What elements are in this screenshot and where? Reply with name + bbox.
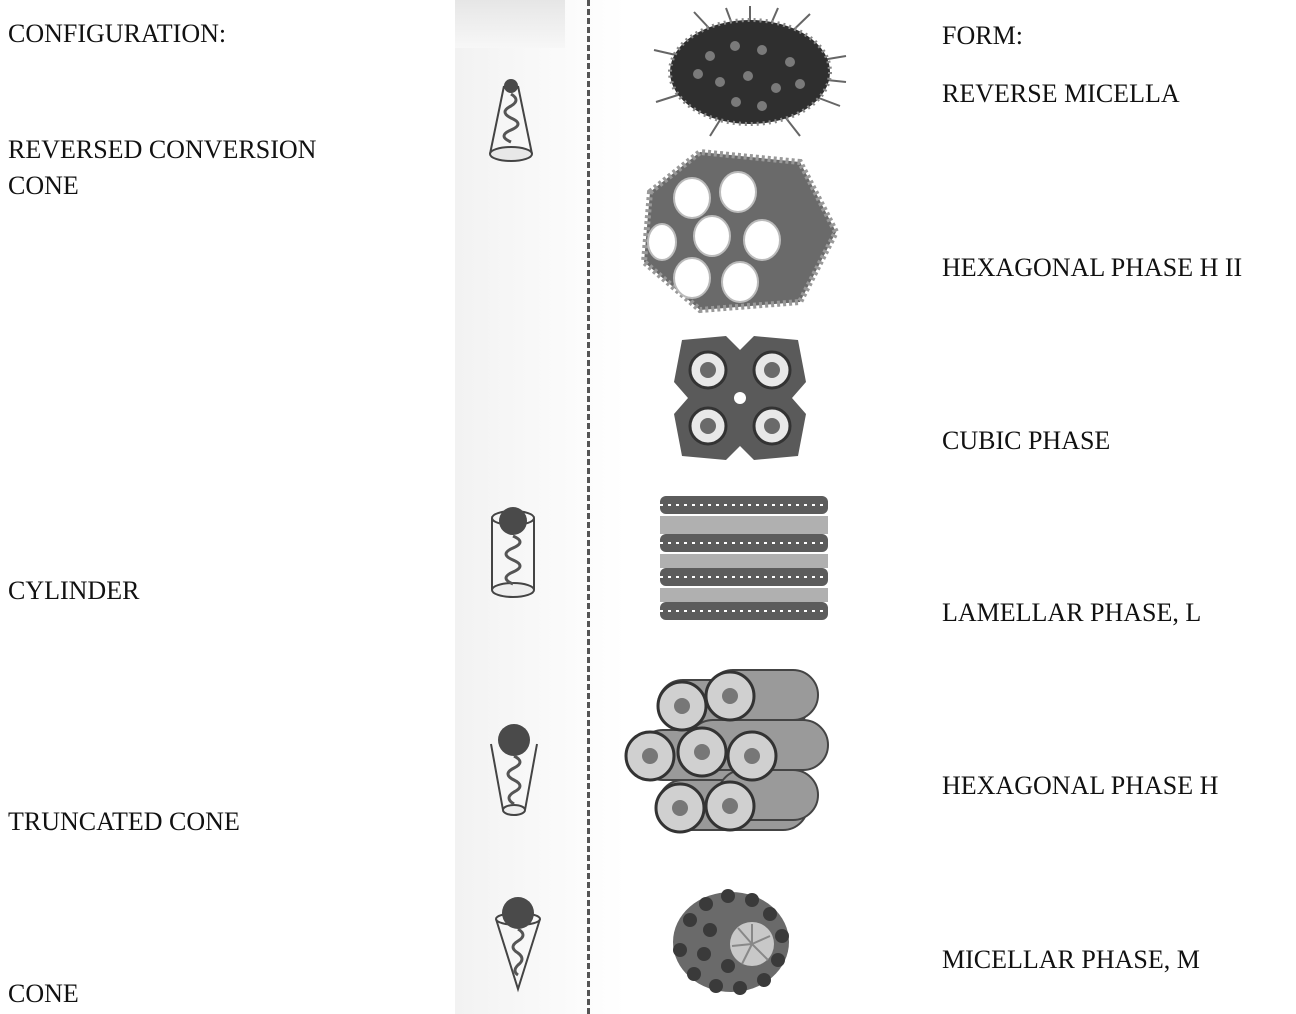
inverted-cone-molecule-icon [484,76,538,166]
molecule-panel [455,0,625,1014]
form-label-cubic-phase: CUBIC PHASE [942,423,1110,459]
reverse-micelle-image [650,6,850,138]
form-label-reverse-micella: REVERSE MICELLA [942,76,1180,112]
form-header: FORM: [942,18,1023,54]
dashed-divider [587,0,590,1014]
form-label-hexagonal-phase-h2: HEXAGONAL PHASE H II [942,250,1242,286]
cone-molecule-icon [492,893,544,993]
config-label-reversed-cone-line2: CONE [8,168,79,204]
config-label-cone: CONE [8,976,79,1012]
configuration-header: CONFIGURATION: [8,16,226,52]
truncated-cone-molecule-icon [487,722,541,822]
form-label-micellar-phase: MICELLAR PHASE, M [942,942,1200,978]
config-label-cylinder: CYLINDER [8,573,139,609]
hexagonal-phase-h2-image [640,152,840,312]
cylinder-molecule-icon [486,504,540,602]
config-label-reversed-cone-line1: REVERSED CONVERSION [8,132,316,168]
hexagonal-phase-h-image [618,660,838,856]
form-label-lamellar-phase: LAMELLAR PHASE, L [942,595,1201,631]
lamellar-phase-image [654,490,834,630]
config-label-truncated-cone: TRUNCATED CONE [8,804,240,840]
cubic-phase-image [668,330,812,466]
form-label-hexagonal-phase-h: HEXAGONAL PHASE H [942,768,1218,804]
micellar-phase-image [670,890,792,994]
panel-top-shade [455,0,565,48]
